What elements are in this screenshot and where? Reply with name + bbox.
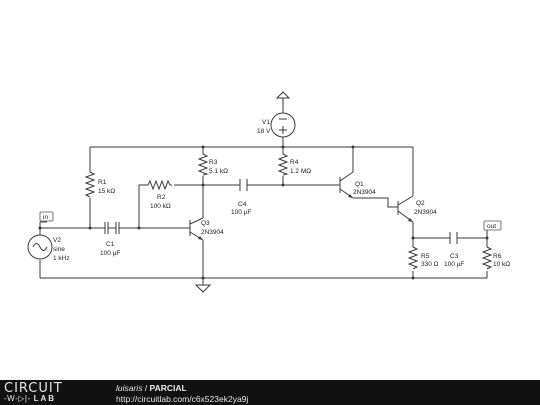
ground-icon xyxy=(194,284,212,293)
c4-capacitor[interactable]: C4 100 µF xyxy=(231,179,251,216)
junction-dots xyxy=(38,145,489,280)
logo-lab: LAB xyxy=(33,394,57,403)
author-link[interactable]: luisaris xyxy=(116,383,143,393)
v2-freq: 1 kHz xyxy=(53,255,70,262)
circuitlab-logo: CIRCUIT -W-▷|-LAB xyxy=(4,382,116,403)
v1-name: V1 xyxy=(262,119,270,126)
separator: / xyxy=(142,383,150,393)
r3-name: R3 xyxy=(209,159,218,166)
c1-value: 100 µF xyxy=(100,250,120,257)
r6-value: 10 kΩ xyxy=(493,261,510,268)
footer: CIRCUIT -W-▷|-LAB luisaris / PARCIAL htt… xyxy=(0,380,540,405)
v2-name: V2 xyxy=(53,237,61,244)
c4-value: 100 µF xyxy=(231,209,251,216)
author-line: luisaris / PARCIAL xyxy=(116,383,187,393)
logo-text-top: CIRCUIT xyxy=(4,381,63,396)
logo-text-bottom: -W-▷|-LAB xyxy=(4,395,56,403)
q2-transistor[interactable]: Q2 2N3904 xyxy=(397,195,437,223)
logo-symbols-icon: -W-▷|- xyxy=(4,394,31,403)
c1-capacitor[interactable]: C1 100 µF xyxy=(100,222,120,257)
v1-source[interactable]: V1 18 V xyxy=(257,112,296,138)
r1-resistor[interactable]: R1 15 kΩ xyxy=(84,171,115,198)
q1-transistor[interactable]: Q1 2N3904 xyxy=(339,171,376,199)
q3-model: 2N3904 xyxy=(201,229,224,236)
r1-value: 15 kΩ xyxy=(98,188,115,195)
r2-name: R2 xyxy=(157,194,166,201)
r5-resistor[interactable]: R5 330 Ω xyxy=(407,246,439,270)
v1-ground-icon xyxy=(275,91,291,99)
r6-resistor[interactable]: R6 10 kΩ xyxy=(481,246,510,270)
r4-resistor[interactable]: R4 1.2 MΩ xyxy=(277,153,311,176)
c4-name: C4 xyxy=(238,201,247,208)
out-port[interactable]: out xyxy=(483,220,502,232)
q3-name: Q3 xyxy=(201,220,210,227)
v2-value: sine xyxy=(53,246,65,253)
c1-name: C1 xyxy=(106,241,115,248)
r4-name: R4 xyxy=(290,159,299,166)
c3-capacitor[interactable]: C3 100 µF xyxy=(444,232,464,268)
r3-resistor[interactable]: R3 5.1 kΩ xyxy=(197,153,228,176)
v2-source[interactable]: V2 sine 1 kHz xyxy=(27,234,70,262)
circuit-url[interactable]: http://circuitlab.com/c6x523ek2ya9j xyxy=(116,394,249,404)
c3-value: 100 µF xyxy=(444,261,464,268)
r2-value: 100 kΩ xyxy=(150,203,171,210)
q1-model: 2N3904 xyxy=(353,189,376,196)
circuit-schematic: V1 18 V R1 15 kΩ R2 100 kΩ R3 5.1 kΩ R4 … xyxy=(27,91,510,293)
in-port[interactable]: in xyxy=(39,211,54,222)
r4-value: 1.2 MΩ xyxy=(290,168,311,175)
q2-name: Q2 xyxy=(416,200,425,207)
q2-model: 2N3904 xyxy=(414,209,437,216)
r5-name: R5 xyxy=(421,253,430,260)
r3-value: 5.1 kΩ xyxy=(209,168,228,175)
r1-name: R1 xyxy=(98,179,107,186)
q3-transistor[interactable]: Q3 2N3904 xyxy=(183,217,224,241)
v1-value: 18 V xyxy=(257,128,271,135)
q1-name: Q1 xyxy=(355,181,364,188)
r2-resistor[interactable]: R2 100 kΩ xyxy=(147,179,172,210)
r6-name: R6 xyxy=(493,253,502,260)
project-title[interactable]: PARCIAL xyxy=(149,383,187,393)
in-port-label: in xyxy=(43,214,48,221)
out-port-label: out xyxy=(487,223,496,230)
r5-value: 330 Ω xyxy=(421,261,439,268)
c3-name: C3 xyxy=(450,253,459,260)
